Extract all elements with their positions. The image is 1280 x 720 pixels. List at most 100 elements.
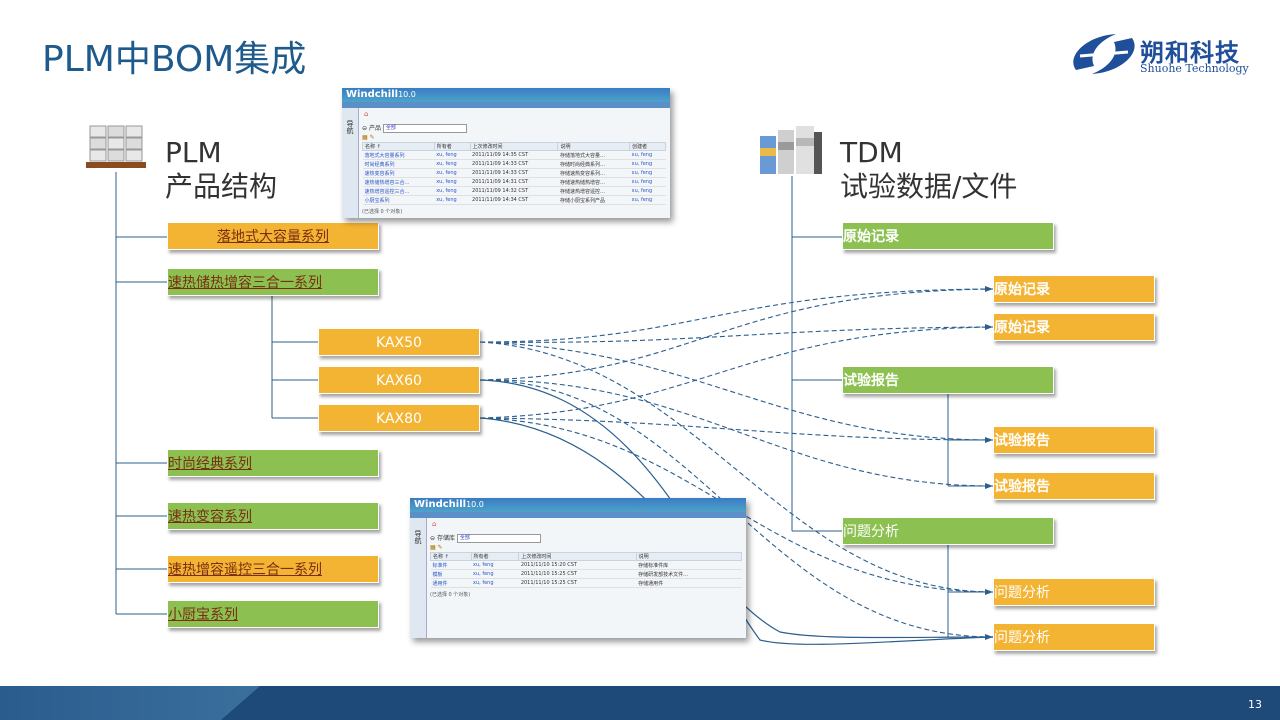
cell-owner[interactable]: xu, feng (434, 195, 471, 205)
plm-heading-line2: 产品结构 (165, 170, 278, 203)
cell-creator[interactable]: xu, feng (629, 186, 666, 196)
side-tab-navigation[interactable]: 导航 (346, 120, 354, 134)
cell-owner[interactable]: xu, feng (434, 177, 471, 187)
column-header[interactable]: 名称 ↑ (362, 142, 435, 151)
logo-name-cn: 朔和科技 (1140, 39, 1240, 67)
table-row[interactable]: 时尚经典系列 xu, feng 2011/11/09 14:33 CST 存储时… (362, 159, 666, 169)
column-header[interactable]: 创建者 (629, 142, 666, 151)
toolbar-icons[interactable]: ▦ ✎ (430, 544, 443, 551)
side-panel[interactable]: 导航 (410, 518, 427, 638)
tdm-item[interactable]: 原始记录 (993, 275, 1155, 303)
cell-description: 存储时尚经典系列… (557, 159, 630, 169)
cell-owner[interactable]: xu, feng (471, 560, 519, 570)
tdm-item[interactable]: 问题分析 (993, 623, 1155, 651)
cell-modified: 2011/11/09 14:32 CST (470, 186, 558, 196)
column-header[interactable]: 上次修改时间 (469, 142, 559, 151)
plm-series-item[interactable]: 速热储热增容三合一系列 (167, 268, 379, 296)
cell-owner[interactable]: xu, feng (434, 168, 471, 178)
column-header[interactable]: 说明 (557, 142, 631, 151)
cell-name[interactable]: 速热储热增容三合… (362, 177, 435, 187)
cell-description: 存储研发部技术文件… (636, 569, 742, 579)
cell-name[interactable]: 落地式大容量系列 (362, 150, 435, 160)
cell-modified: 2011/11/09 14:31 CST (470, 177, 558, 187)
app-name: Windchill (346, 89, 399, 100)
tdm-category-raw-records[interactable]: 原始记录 (842, 222, 1054, 250)
plm-series-item[interactable]: 落地式大容量系列 (167, 222, 379, 250)
plm-series-item[interactable]: 速热增容遥控三合一系列 (167, 555, 379, 583)
cell-owner[interactable]: xu, feng (434, 159, 471, 169)
tdm-item[interactable]: 试验报告 (993, 472, 1155, 500)
company-logo (1073, 34, 1135, 74)
column-header[interactable]: 上次修改时间 (518, 552, 637, 561)
nav-bar (342, 102, 670, 108)
filter-select[interactable]: 全部 (382, 124, 467, 133)
cell-owner[interactable]: xu, feng (471, 569, 519, 579)
tdm-heading-line2: 试验数据/文件 (840, 170, 1018, 203)
cell-creator[interactable]: xu, feng (629, 195, 666, 205)
tdm-category-test-reports[interactable]: 试验报告 (842, 366, 1054, 394)
table-row[interactable]: 标准件 xu, feng 2011/11/10 15:20 CST 存储标准件库 (430, 560, 742, 570)
home-icon[interactable]: ⌂ (364, 110, 369, 118)
column-header[interactable]: 名称 ↑ (430, 552, 472, 561)
cell-creator[interactable]: xu, feng (629, 177, 666, 187)
products-table: 名称 ↑ 所有者 上次修改时间 说明 创建者 落地式大容量系列 xu, feng… (362, 142, 666, 205)
cell-creator[interactable]: xu, feng (629, 168, 666, 178)
toolbar-icons[interactable]: ▦ ✎ (362, 134, 375, 141)
cell-name[interactable]: 小厨宝系列 (362, 195, 435, 205)
column-header[interactable]: 所有者 (433, 142, 471, 151)
table-row[interactable]: 模板 xu, feng 2011/11/10 15:25 CST 存储研发部技术… (430, 569, 742, 579)
home-icon[interactable]: ⌂ (432, 520, 437, 528)
table-row[interactable]: 速热储热增容三合… xu, feng 2011/11/09 14:31 CST … (362, 177, 666, 187)
filter-label: 存储库 (436, 535, 455, 542)
filter-toggle-icon[interactable]: ⊖ (430, 535, 436, 542)
page-number: 13 (1248, 698, 1262, 711)
tdm-item[interactable]: 问题分析 (993, 578, 1155, 606)
column-header[interactable]: 说明 (635, 552, 743, 561)
selection-count: (已选择 0 个对象) (430, 592, 471, 598)
cell-name[interactable]: 速热增容遥控三合… (362, 186, 435, 196)
cell-creator[interactable]: xu, feng (629, 150, 666, 160)
table-panel: ⊖ 存储库 全部 ▦ ✎ 名称 ↑ 所有者 上次修改时间 说明 标准件 xu, … (430, 534, 743, 634)
model-kax60[interactable]: KAX60 (318, 366, 480, 394)
plm-series-item[interactable]: 速热变容系列 (167, 502, 379, 530)
table-panel: ⊖ 产品 全部 ▦ ✎ 名称 ↑ 所有者 上次修改时间 说明 创建者 落地式大容… (362, 124, 666, 215)
cell-name[interactable]: 模板 (430, 569, 472, 579)
cell-description: 存储通用件 (636, 578, 742, 588)
windchill-products-screenshot: Windchill10.0 导航 ⌂ ⊖ 产品 全部 ▦ ✎ 名称 ↑ 所有者 … (342, 88, 670, 218)
server-rack-icon (86, 125, 146, 168)
filter-row: ⊖ 产品 全部 (362, 124, 666, 134)
cell-owner[interactable]: xu, feng (434, 150, 471, 160)
cell-name[interactable]: 速热变容系列 (362, 168, 435, 178)
tdm-item[interactable]: 试验报告 (993, 426, 1155, 454)
plm-series-item[interactable]: 时尚经典系列 (167, 449, 379, 477)
cell-name[interactable]: 标准件 (430, 560, 472, 570)
side-panel[interactable]: 导航 (342, 108, 359, 218)
cell-name[interactable]: 通用件 (430, 578, 472, 588)
selection-count: (已选择 0 个对象) (362, 209, 403, 215)
filter-toggle-icon[interactable]: ⊖ (362, 125, 368, 132)
filter-select[interactable]: 全部 (456, 534, 541, 543)
cell-owner[interactable]: xu, feng (434, 186, 471, 196)
plm-series-item[interactable]: 小厨宝系列 (167, 600, 379, 628)
side-tab-navigation[interactable]: 导航 (414, 530, 422, 544)
model-kax50[interactable]: KAX50 (318, 328, 480, 356)
cell-modified: 2011/11/09 14:33 CST (470, 168, 558, 178)
table-row[interactable]: 速热变容系列 xu, feng 2011/11/09 14:33 CST 存储速… (362, 168, 666, 178)
table-row[interactable]: 速热增容遥控三合… xu, feng 2011/11/09 14:32 CST … (362, 186, 666, 196)
table-row[interactable]: 小厨宝系列 xu, feng 2011/11/09 14:34 CST 存储小厨… (362, 195, 666, 205)
cell-creator[interactable]: xu, feng (629, 159, 666, 169)
column-header[interactable]: 所有者 (470, 552, 520, 561)
app-name: Windchill (414, 499, 467, 510)
plm-heading: PLM 产品结构 (165, 136, 277, 204)
cell-owner[interactable]: xu, feng (471, 578, 519, 588)
tdm-item[interactable]: 原始记录 (993, 313, 1155, 341)
table-row[interactable]: 通用件 xu, feng 2011/11/10 15:25 CST 存储通用件 (430, 578, 742, 588)
app-version: 10.0 (466, 500, 484, 509)
table-row[interactable]: 落地式大容量系列 xu, feng 2011/11/09 14:35 CST 存… (362, 150, 666, 160)
tdm-category-issue-analysis[interactable]: 问题分析 (842, 517, 1054, 545)
nav-bar (410, 512, 746, 518)
filter-row: ⊖ 存储库 全部 (430, 534, 742, 544)
model-kax80[interactable]: KAX80 (318, 404, 480, 432)
cell-name[interactable]: 时尚经典系列 (362, 159, 435, 169)
